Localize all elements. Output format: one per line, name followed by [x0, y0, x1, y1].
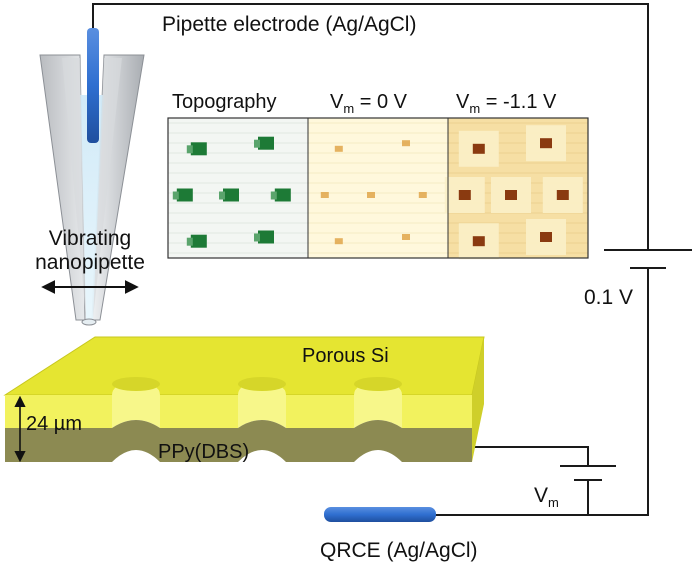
vm-battery-letter: V	[534, 484, 549, 507]
nanopipette-label: nanopipette	[35, 251, 145, 274]
qrce-label: QRCE (Ag/AgCl)	[320, 539, 478, 562]
topography-label: Topography	[172, 91, 277, 113]
vm-battery-label: Vm	[534, 484, 559, 509]
panelTopo-spot	[190, 142, 207, 156]
panelVm0-spot	[334, 145, 343, 152]
panelTopo-spot	[258, 136, 274, 150]
wire-ppy-to-vm	[470, 446, 589, 466]
wire-pipette-top	[92, 3, 649, 250]
si-front-face	[5, 395, 472, 428]
panelTopo-spot-edge	[172, 191, 179, 200]
circuit-wires	[92, 3, 649, 516]
supply-voltage-label: 0.1 V	[584, 286, 634, 309]
panelVm0-bg	[308, 118, 448, 258]
ppy-layer	[5, 420, 472, 462]
panelTopo-spot-edge	[219, 191, 225, 200]
thickness-label: 24 µm	[26, 413, 82, 435]
panelTopo-spot-edge	[254, 233, 260, 242]
pipette-electrode	[87, 28, 99, 143]
vibrating-label: Vibrating	[48, 227, 132, 250]
wire-vm-to-qrce	[434, 480, 589, 516]
panelTopo-spot	[190, 234, 207, 248]
vm-battery-icon	[560, 465, 616, 481]
panelTopo-spot-edge	[186, 145, 193, 154]
pipette-fluid	[80, 95, 104, 322]
vm-zero-value: = 0 V	[354, 91, 407, 113]
panelVm0-spot	[367, 192, 375, 198]
vm-neg-sub: m	[469, 101, 481, 116]
battery-icon	[604, 249, 692, 269]
panelVm0-spot	[320, 192, 329, 198]
si-pores	[112, 377, 402, 428]
panelVm0-spot	[402, 234, 410, 240]
porous-si-block	[3, 336, 485, 463]
panelTopo-spot	[223, 188, 239, 202]
vm-zero-letter: V	[330, 91, 344, 113]
panelVm1-spot	[472, 143, 485, 154]
panelVm1-spot	[540, 232, 552, 242]
ppy-label: PPy(DBS)	[158, 441, 250, 463]
panelVm1-spot	[505, 190, 517, 200]
panelVm0-spot	[418, 192, 427, 198]
vm-neg-label: Vm = -1.1 V	[456, 91, 557, 115]
image-panels	[167, 117, 589, 260]
qrce-electrode	[324, 507, 436, 522]
panelTopo-spot	[176, 188, 193, 202]
topography-panel	[168, 118, 308, 258]
panelVm1-spot	[556, 190, 569, 200]
vm-zero-panel	[308, 118, 448, 258]
panelTopo-spot-edge	[254, 139, 260, 148]
vm-neg-value: = -1.1 V	[480, 91, 557, 113]
panelVm1-spot	[540, 138, 552, 149]
vm-neg-letter: V	[456, 91, 470, 113]
panelVm0-spot	[334, 238, 343, 245]
porous-si-label: Porous Si	[302, 345, 389, 367]
pipette-inner-wall	[62, 58, 122, 318]
panelTopo-spot	[274, 188, 291, 202]
nanopipette	[39, 54, 145, 326]
vm-battery-sub: m	[548, 495, 559, 510]
vm-zero-sub: m	[343, 101, 355, 116]
panelTopo-spot	[258, 230, 274, 244]
panelVm0-spot	[402, 140, 410, 147]
panelVm1-spot	[458, 190, 471, 200]
panelTopo-spot-edge	[270, 191, 277, 200]
wire-battery-lower	[588, 268, 649, 516]
panelTopo-bg	[168, 118, 308, 258]
vm-neg-panel	[444, 118, 588, 260]
pipette-electrode-label: Pipette electrode (Ag/AgCl)	[162, 13, 417, 36]
panelVm1-spot	[472, 236, 485, 247]
vm-zero-label: Vm = 0 V	[330, 91, 407, 115]
panelTopo-spot-edge	[186, 237, 193, 246]
